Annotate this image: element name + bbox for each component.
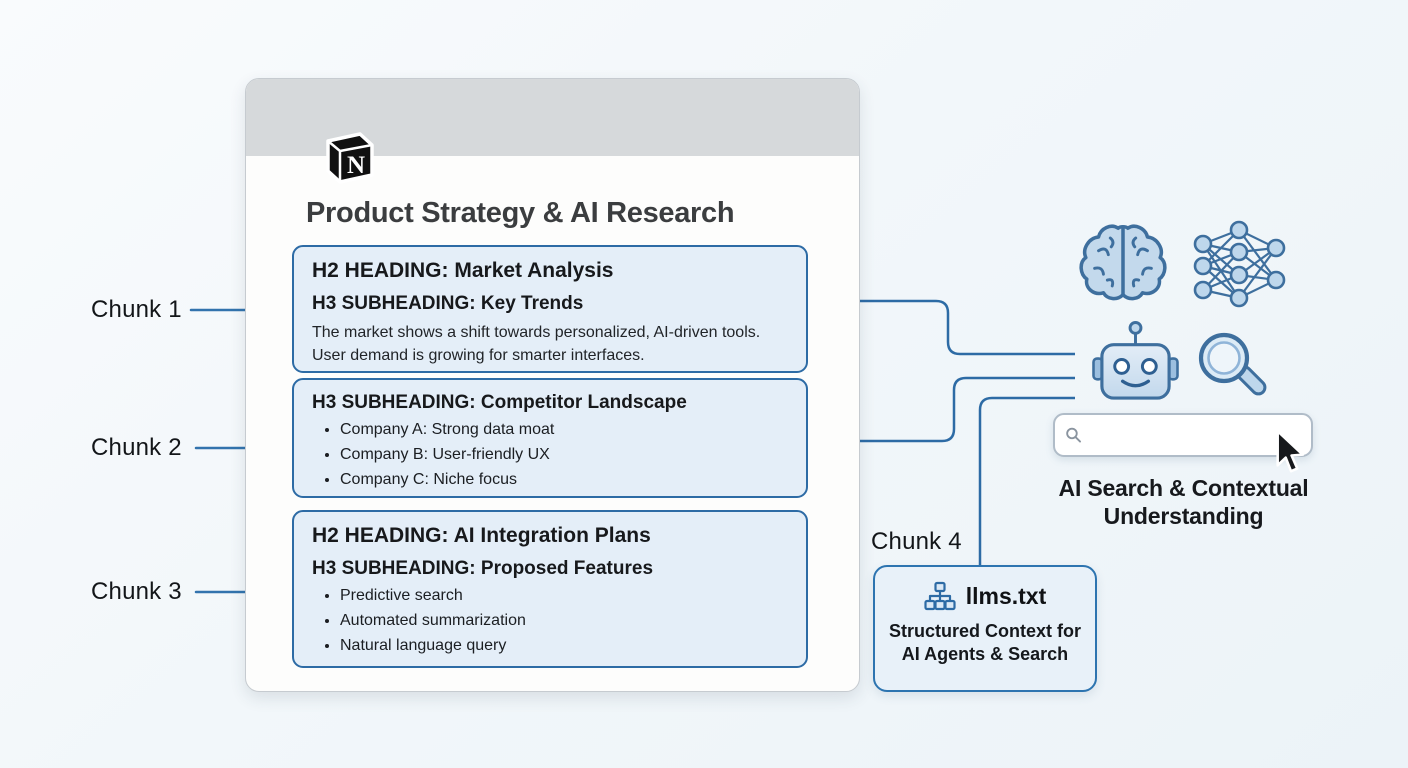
chunk1-h2-heading: H2 HEADING: Market Analysis: [312, 259, 614, 282]
chunk3-label: Chunk 3: [91, 578, 182, 605]
chunk2-label: Chunk 2: [91, 434, 182, 461]
llms-subtitle-line-2: AI Agents & Search: [901, 644, 1069, 664]
chunk2-bullet-list: Company A: Strong data moat Company B: U…: [312, 420, 788, 490]
caption-line-1: AI Search & Contextual: [1058, 475, 1309, 501]
chunk2-h3-subheading: H3 SUBHEADING: Competitor Landscape: [312, 392, 687, 413]
neural-network-icon: [1193, 220, 1286, 308]
chunk1-body-text: The market shows a shift towards persona…: [312, 324, 761, 364]
chunk-box-1: H2 HEADING: Market Analysis H3 SUBHEADIN…: [292, 245, 808, 373]
search-input[interactable]: [1090, 425, 1301, 445]
chunk1-h3-subheading: H3 SUBHEADING: Key Trends: [312, 293, 584, 314]
ai-search-box: [1053, 413, 1313, 457]
document-title: Product Strategy & AI Research: [306, 197, 735, 229]
brain-icon: [1079, 224, 1167, 301]
chunk1-label: Chunk 1: [91, 296, 182, 323]
list-item: Company B: User-friendly UX: [340, 445, 788, 465]
magnifier-icon: [1198, 332, 1267, 396]
chunk-box-3: H2 HEADING: AI Integration Plans H3 SUBH…: [292, 510, 808, 668]
svg-text:N: N: [347, 152, 365, 179]
list-item: Company A: Strong data moat: [340, 420, 788, 440]
chunk3-h2-heading: H2 HEADING: AI Integration Plans: [312, 524, 651, 547]
list-item: Automated summarization: [340, 611, 788, 631]
caption-line-2: Understanding: [1103, 503, 1264, 529]
notion-logo-icon: N: [326, 132, 374, 184]
chunk4-label: Chunk 4: [871, 528, 962, 555]
llms-subtitle-line-1: Structured Context for: [888, 621, 1081, 641]
chunk-box-2: H3 SUBHEADING: Competitor Landscape Comp…: [292, 378, 808, 498]
llms-txt-box: llms.txt Structured Context for AI Agent…: [873, 565, 1097, 692]
llms-txt-title: llms.txt: [965, 583, 1047, 609]
search-icon: [1066, 427, 1081, 443]
list-item: Company C: Niche focus: [340, 470, 788, 490]
sitemap-icon: [924, 581, 956, 611]
chunk3-h3-subheading: H3 SUBHEADING: Proposed Features: [312, 558, 654, 579]
robot-icon: [1092, 320, 1179, 400]
ai-search-caption: AI Search & Contextual Understanding: [1040, 474, 1327, 530]
list-item: Predictive search: [340, 586, 788, 606]
list-item: Natural language query: [340, 636, 788, 656]
cursor-pointer-icon: [1276, 429, 1305, 473]
chunk3-bullet-list: Predictive search Automated summarizatio…: [312, 586, 788, 656]
